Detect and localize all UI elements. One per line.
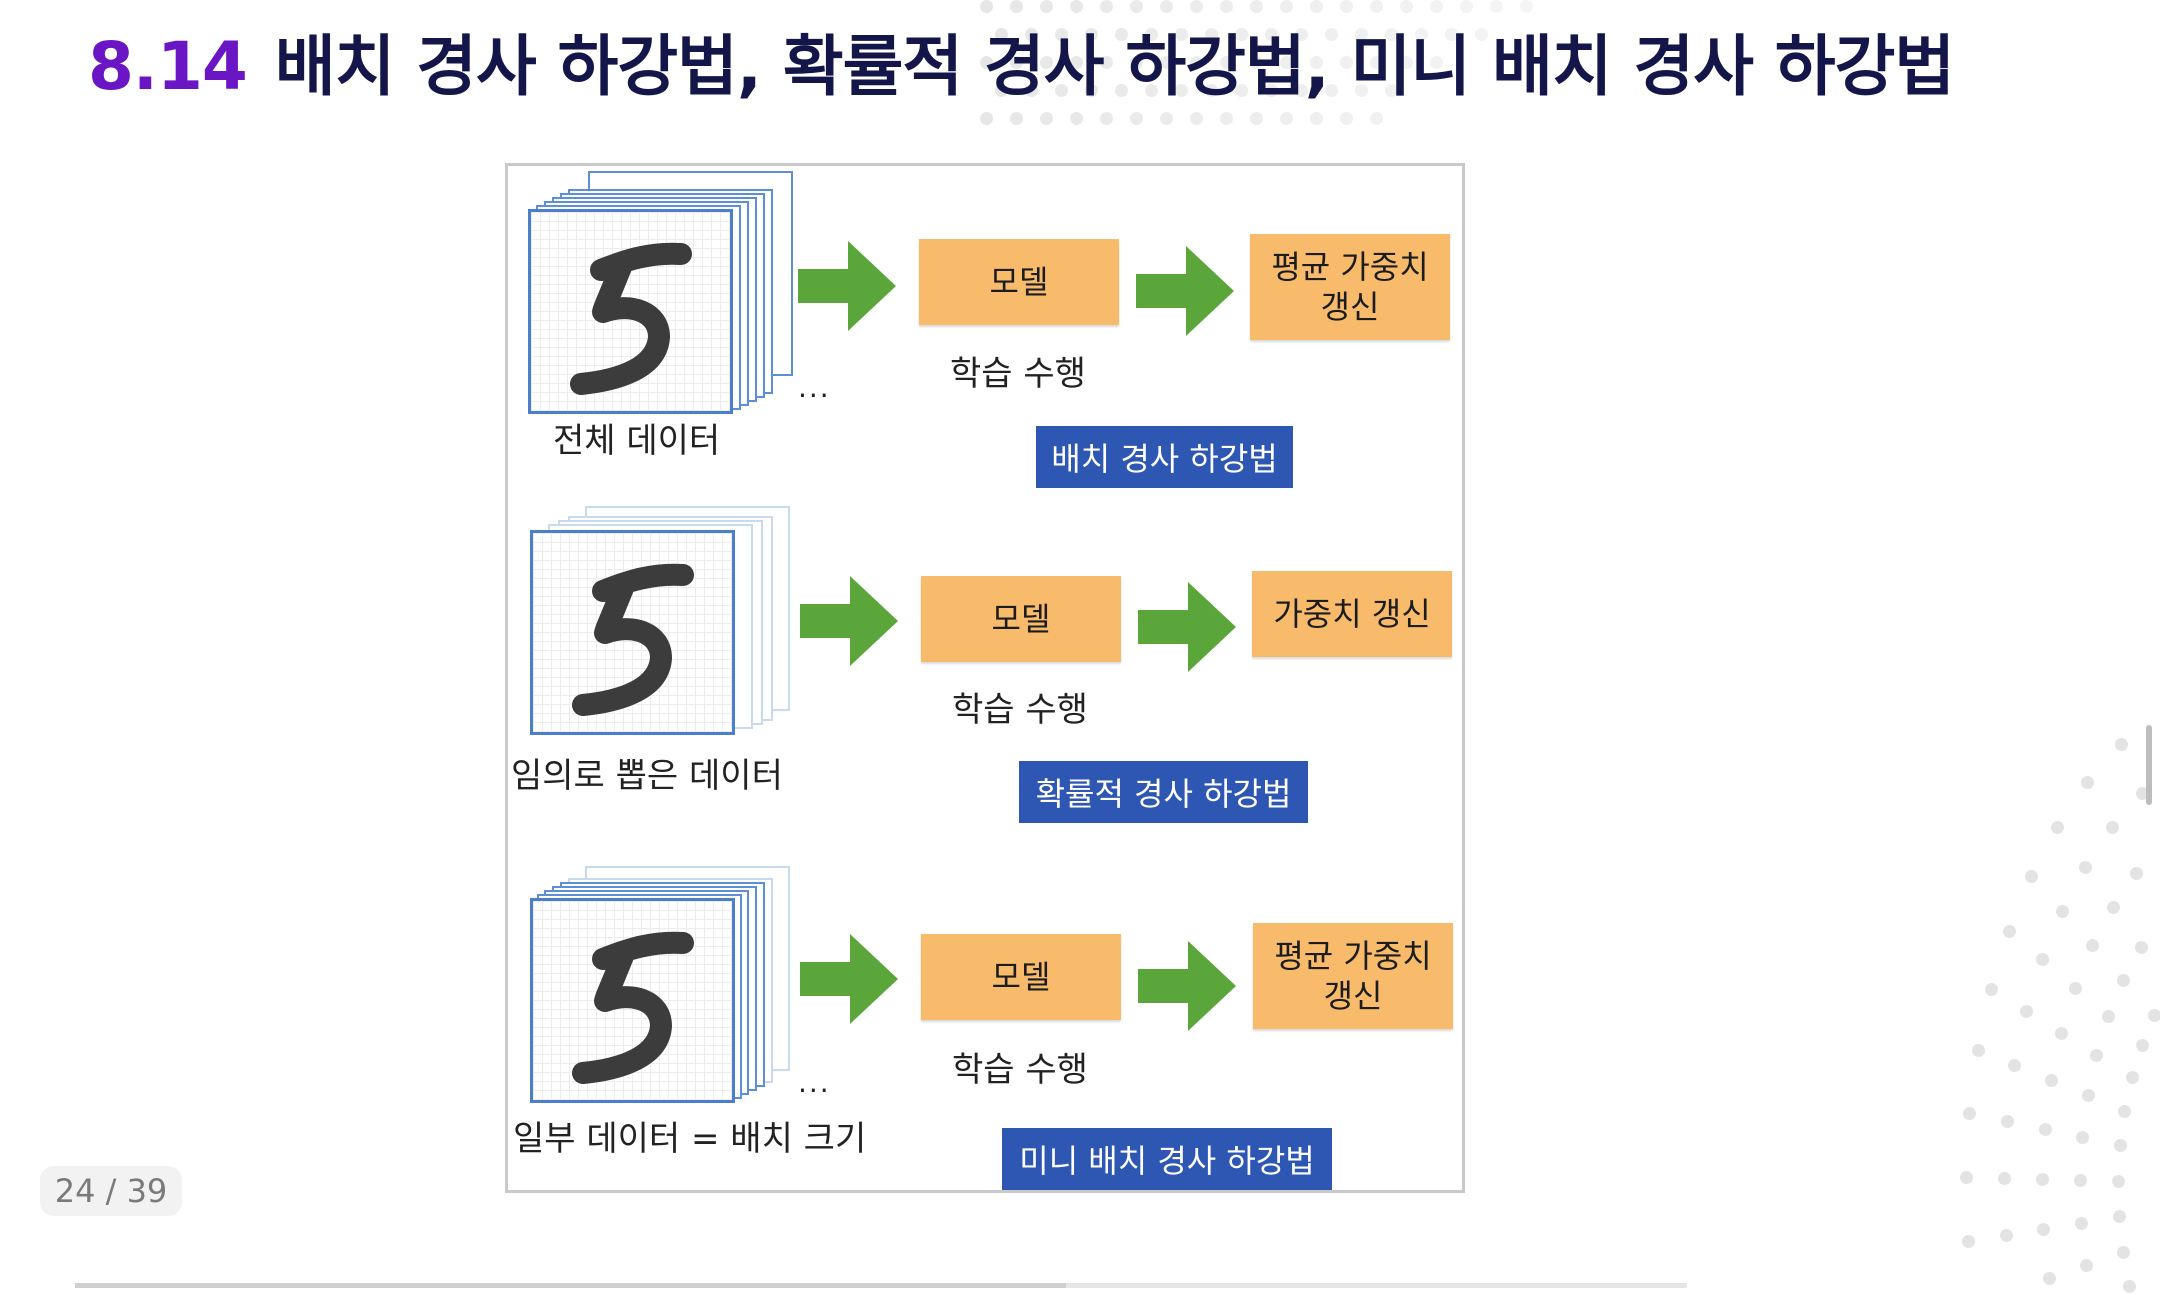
update-box: 평균 가중치 갱신 [1250,234,1450,340]
more-indicator: ... [798,1066,831,1099]
update-label: 평균 가중치 갱신 [1274,937,1432,1015]
slide-progress-fill [75,1283,1067,1288]
data-label-random: 임의로 뽑은 데이터 [511,756,783,796]
method-tag-batch: 배치 경사 하강법 [1036,426,1293,488]
train-label: 학습 수행 [952,1050,1088,1090]
arrow-right-icon [1138,941,1236,1031]
update-box: 평균 가중치 갱신 [1253,923,1453,1029]
data-stack-random [530,506,820,746]
side-panel-handle[interactable] [2146,725,2152,805]
method-tag-minibatch: 미니 배치 경사 하강법 [1002,1128,1332,1190]
page-indicator: 24 / 39 [40,1166,182,1216]
update-box: 가중치 갱신 [1252,571,1452,657]
arrow-right-icon [800,934,898,1024]
slide-title: 8.14 배치 경사 하강법, 확률적 경사 하강법, 미니 배치 경사 하강법 [88,22,1955,112]
digit-image [530,898,735,1103]
digit-image [528,209,733,414]
arrow-right-icon [798,241,896,331]
more-indicator: ... [798,371,831,404]
digit-image [530,530,735,735]
slide-title-text: 배치 경사 하강법, 확률적 경사 하강법, 미니 배치 경사 하강법 [274,28,1955,105]
update-label: 평균 가중치 갱신 [1271,248,1429,326]
arrow-right-icon [1136,246,1234,336]
model-box: 모델 [921,934,1121,1020]
slide-progress-bar[interactable] [75,1283,1687,1288]
gradient-descent-figure: ... 전체 데이터 모델 학습 수행 평균 가중치 갱신 배치 경사 하강법 … [505,163,1465,1193]
method-tag-stochastic: 확률적 경사 하강법 [1019,761,1308,823]
slide-number: 8.14 [88,28,248,105]
train-label: 학습 수행 [952,690,1088,730]
model-box: 모델 [919,239,1119,325]
arrow-right-icon [800,576,898,666]
train-label: 학습 수행 [950,354,1086,394]
data-label-full: 전체 데이터 [553,421,721,461]
data-stack-minibatch: ... [530,866,829,1106]
data-stack-full: ... [528,171,829,414]
model-box: 모델 [921,576,1121,662]
data-label-minibatch: 일부 데이터 = 배치 크기 [513,1119,867,1159]
arrow-right-icon [1138,582,1236,672]
